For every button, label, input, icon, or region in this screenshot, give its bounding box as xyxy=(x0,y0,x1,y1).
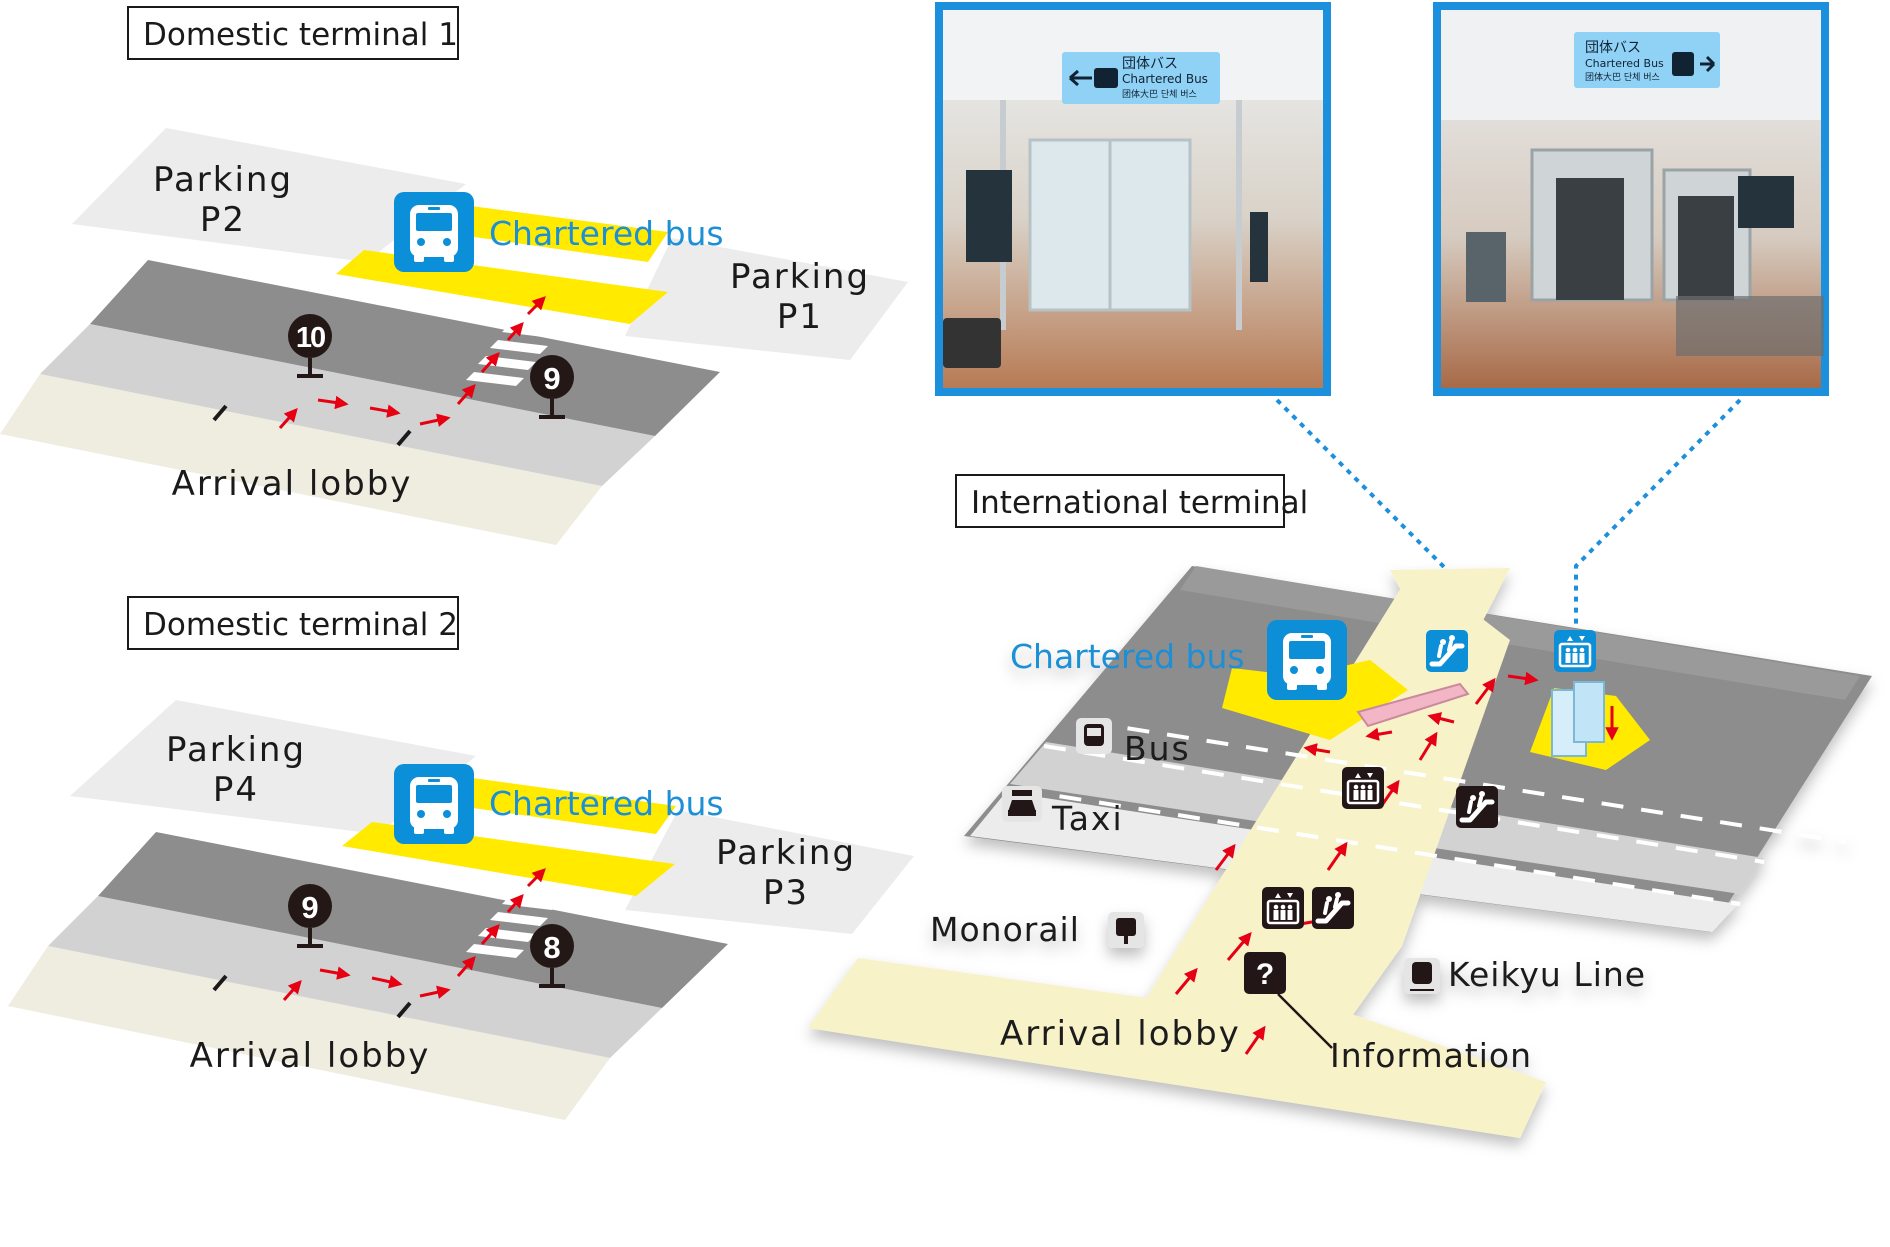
bus-stop-9: 9 xyxy=(286,882,334,948)
arrival-lobby-label: Arrival lobby xyxy=(172,464,413,504)
bus-icon xyxy=(394,192,474,272)
elevator-icon xyxy=(1340,765,1386,811)
information-icon: ? xyxy=(1244,952,1333,1049)
bus-stop-9: 9 xyxy=(528,353,576,419)
monorail-icon xyxy=(1108,912,1144,948)
arrival-lobby-label: Arrival lobby xyxy=(190,1036,431,1076)
svg-text:?: ? xyxy=(1256,958,1274,991)
photo-sign-text: 团体大巴 단체 버스 xyxy=(1122,88,1197,100)
photo-sign-text: Chartered Bus xyxy=(1122,72,1208,86)
parking-label: P1 xyxy=(777,297,823,337)
domestic-terminal-1-title: Domestic terminal 1 xyxy=(127,6,459,60)
parking-label: P2 xyxy=(200,200,246,240)
bus-stop-8: 8 xyxy=(528,922,576,988)
escalator-shape xyxy=(1356,682,1470,728)
parking-label: Parking xyxy=(153,160,293,200)
taxi-icon xyxy=(1002,786,1042,822)
parking-label: Parking xyxy=(730,257,870,297)
parking-label: P4 xyxy=(213,770,259,810)
escalator-icon xyxy=(1426,630,1468,672)
domestic-terminal-2-title: Domestic terminal 2 xyxy=(127,596,459,650)
keikyu-line-label: Keikyu Line xyxy=(1448,955,1646,994)
bus-label: Bus xyxy=(1124,729,1191,768)
road-dark-lane xyxy=(98,832,728,1008)
monorail-label: Monorail xyxy=(930,910,1080,949)
photo-sign-text: Chartered Bus xyxy=(1585,57,1664,70)
bus-stop-icon xyxy=(1076,718,1112,754)
parking-p4-area xyxy=(70,700,476,834)
escalator-icon xyxy=(1312,887,1354,929)
international-terminal-map: ? Chartered bus Bus Taxi Monorail xyxy=(808,566,1872,1138)
parking-label: Parking xyxy=(716,833,856,873)
taxi-label: Taxi xyxy=(1051,799,1124,838)
elevator-block xyxy=(1573,681,1605,743)
parking-label: Parking xyxy=(166,730,306,770)
chartered-bus-label: Chartered bus xyxy=(489,214,724,253)
escalator-icon xyxy=(1456,786,1498,828)
walking-route-arrows xyxy=(282,868,546,1001)
chartered-bus-label: Chartered bus xyxy=(489,784,724,823)
bus-stop-10: 10 xyxy=(286,312,334,378)
curb-mark xyxy=(396,1001,412,1019)
curb-mark xyxy=(212,404,228,422)
bus-stop-number: 9 xyxy=(543,361,560,396)
train-icon xyxy=(1404,958,1440,994)
bus-stop-number: 9 xyxy=(301,890,318,925)
photo-sign-text: 団体バス xyxy=(1122,56,1178,72)
international-terminal-title: International terminal xyxy=(955,474,1308,528)
bus-icon xyxy=(1267,620,1347,700)
arrival-lobby-label: Arrival lobby xyxy=(1000,1014,1241,1054)
upper-roadway-gray xyxy=(1180,566,1860,700)
lane-markings xyxy=(1019,720,1847,906)
bus-icon xyxy=(394,764,474,844)
parking-label: P3 xyxy=(763,873,809,913)
road-light-lane xyxy=(48,896,662,1058)
bus-stop-number: 8 xyxy=(543,930,560,965)
arrival-lobby-floor xyxy=(8,946,610,1120)
bus-stop-number: 10 xyxy=(296,322,325,354)
parking-p1-area xyxy=(625,238,908,360)
photo-sign-text: 团体大巴 단체 버스 xyxy=(1585,71,1660,83)
arrival-corridor xyxy=(1140,580,1510,1016)
arrival-lobby-floor xyxy=(0,374,602,545)
parking-p3-area xyxy=(625,810,914,934)
curb-mark xyxy=(396,429,412,447)
elevator-icon xyxy=(1552,628,1598,674)
parking-p2-area xyxy=(72,128,466,262)
domestic-terminal-2-map: 9 8 Parking P4 Parking P3 Chartered bus … xyxy=(8,700,914,1120)
photo-right: 団体バス Chartered Bus 团体大巴 단체 버스 xyxy=(1433,2,1829,396)
domestic-terminal-1-map: 10 9 Parking P2 Parking P1 Chartered bus… xyxy=(0,128,908,545)
photo-sign-text: 団体バス xyxy=(1585,40,1641,56)
walking-route-arrows xyxy=(278,296,546,429)
elevator-icon xyxy=(1260,885,1306,931)
photo-left: 団体バス Chartered Bus 团体大巴 단체 버스 xyxy=(935,2,1331,396)
information-label: Information xyxy=(1330,1036,1532,1075)
curb-mark xyxy=(212,974,228,992)
chartered-bus-label: Chartered bus xyxy=(1010,637,1245,676)
arrival-lobby-floor xyxy=(808,958,1546,1138)
